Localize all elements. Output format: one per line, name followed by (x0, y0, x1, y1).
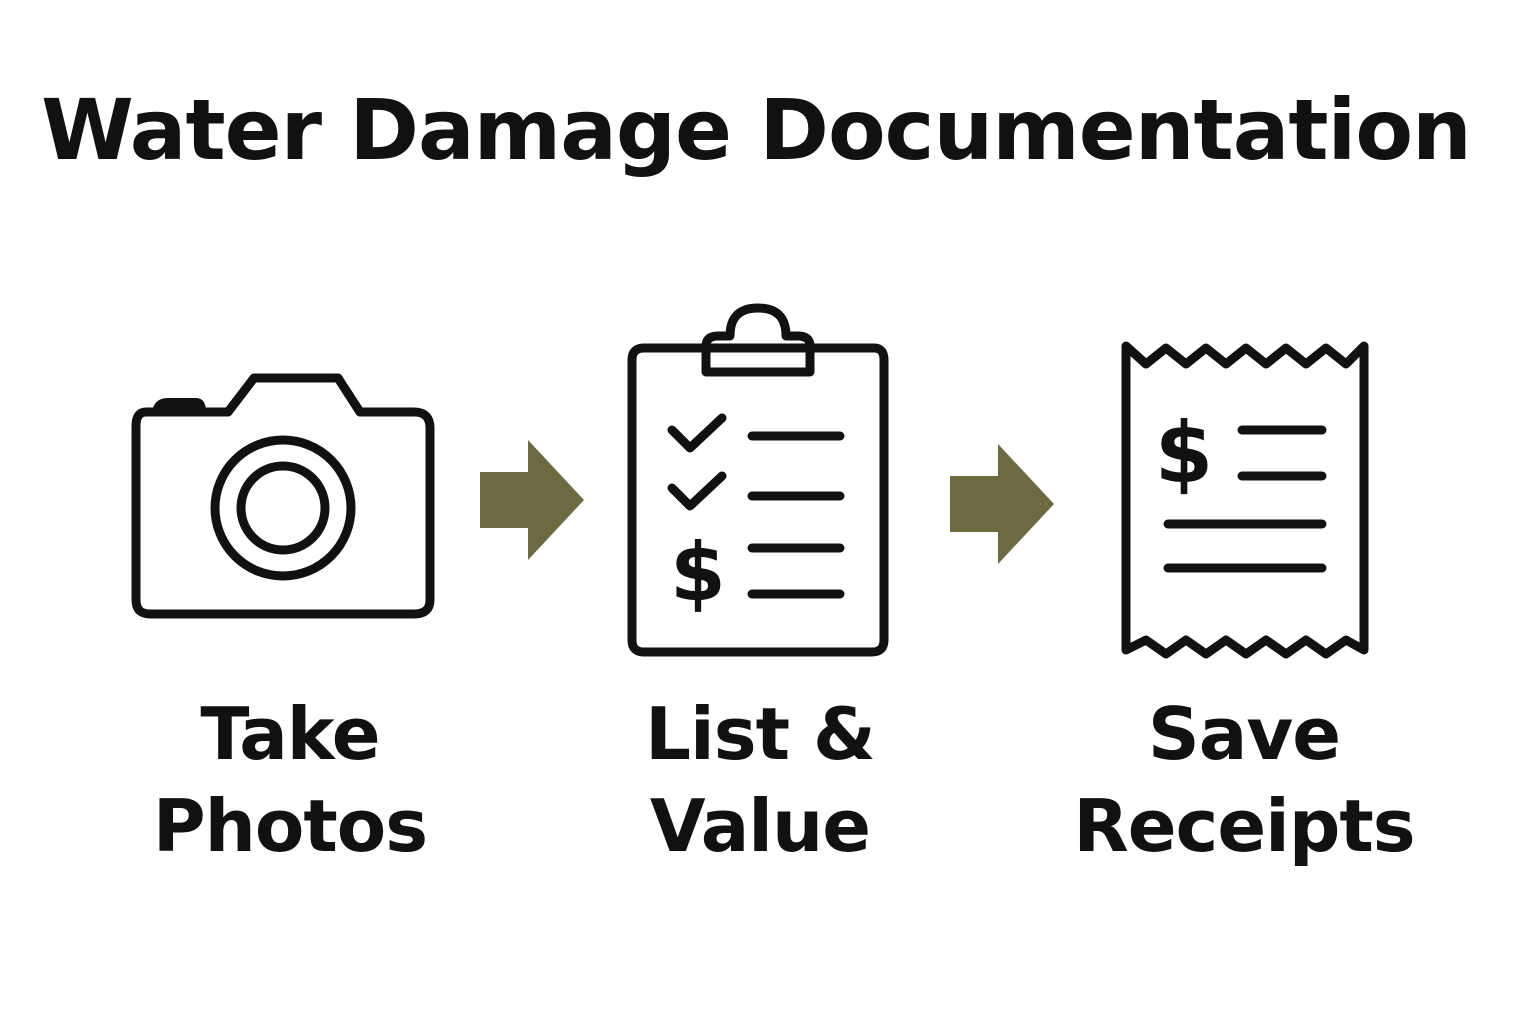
step-label-line: Photos (152, 784, 428, 868)
step-label-save-receipts: Save Receipts (1064, 688, 1424, 872)
step-label-list-value: List & Value (600, 688, 920, 872)
checkmark-icon (667, 413, 727, 453)
checkmark-icon (667, 471, 727, 511)
step-label-line: Value (649, 784, 871, 868)
receipt-icon: $ (1121, 341, 1369, 659)
arrow-right-icon (480, 440, 584, 560)
step-label-take-photos: Take Photos (130, 688, 450, 872)
dollar-icon: $ (670, 526, 726, 619)
step-label-line: List & (645, 692, 876, 776)
step-label-line: Save (1147, 692, 1341, 776)
page-title: Water Damage Documentation (41, 81, 1472, 179)
clipboard-checklist-icon: $ (627, 303, 889, 657)
camera-icon (131, 373, 435, 619)
step-label-line: Take (200, 692, 380, 776)
dollar-icon: $ (1155, 404, 1213, 502)
arrow-right-icon (950, 444, 1054, 564)
step-label-line: Receipts (1073, 784, 1415, 868)
